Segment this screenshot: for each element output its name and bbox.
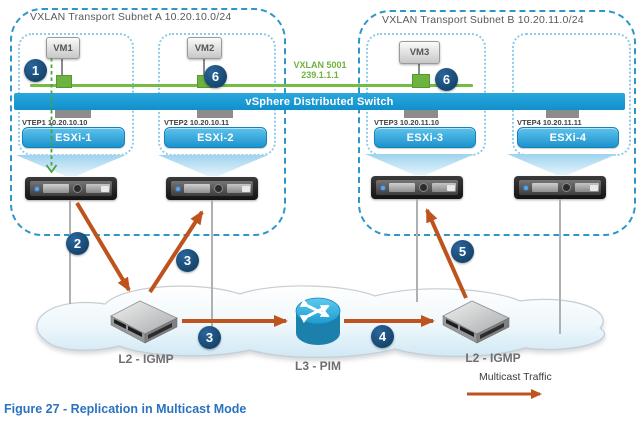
server-bay [389, 183, 415, 192]
step-number: 4 [378, 329, 387, 344]
uplink-stub-3 [404, 110, 438, 118]
step-number: 5 [458, 244, 467, 259]
uplink-stub-1 [55, 110, 91, 118]
server-faceplate [519, 180, 601, 195]
step-number: 2 [73, 236, 82, 251]
esxi-3-label: ESXi-3 [406, 131, 444, 144]
esxi-3-box: ESXi-3 [374, 127, 476, 148]
step-badge-4: 4 [371, 325, 394, 348]
switch-left-label: L2 - IGMP [118, 352, 174, 366]
step-number: 1 [31, 63, 40, 78]
legend-label: Multicast Traffic [479, 371, 552, 383]
vm-box-2: VM2 [187, 37, 222, 59]
step-badge-6b: 6 [435, 68, 458, 91]
server-faceplate [171, 181, 253, 196]
step-badge-3a: 3 [176, 249, 199, 272]
server-bay [86, 184, 110, 193]
server-led [176, 186, 180, 191]
step-badge-6a: 6 [204, 65, 227, 88]
subnet-a-container [10, 8, 286, 236]
figure-caption: Figure 27 - Replication in Multicast Mod… [4, 402, 247, 416]
vtep1-label: VTEP1 10.20.10.10 [22, 118, 88, 127]
vtep4-label: VTEP4 10.20.11.11 [517, 118, 582, 127]
server-port [242, 185, 250, 192]
server-led [381, 185, 385, 190]
server-knob [419, 183, 428, 192]
subnet-b-title: VXLAN Transport Subnet B 10.20.11.0/24 [382, 14, 584, 26]
vm2-link-line [203, 56, 205, 76]
vm3-link-line [418, 61, 420, 76]
step-badge-5: 5 [451, 240, 474, 263]
subnet-b-container [358, 10, 636, 236]
step-badge-3b: 3 [198, 326, 221, 349]
esxi-4-box: ESXi-4 [517, 127, 619, 148]
vm3-vnic-connector [412, 74, 430, 88]
server-knob [73, 184, 82, 193]
l2-switch-icon-right [442, 300, 510, 344]
switch-right-label: L2 - IGMP [465, 351, 521, 365]
server-icon-3 [371, 176, 463, 199]
server-icon-1 [25, 177, 117, 200]
multicast-group-text: 239.1.1.1 [301, 70, 339, 81]
server-port [101, 185, 109, 192]
server-faceplate [30, 181, 112, 196]
vtep2-label: VTEP2 10.20.10.11 [164, 118, 230, 127]
l3-router-icon [295, 297, 341, 345]
server-bay [227, 184, 251, 193]
server-led [524, 185, 528, 190]
step-badge-1: 1 [24, 59, 47, 82]
uplink-stub-4 [546, 110, 579, 118]
server-bay [532, 183, 558, 192]
subnet-a-title: VXLAN Transport Subnet A 10.20.10.0/24 [30, 11, 232, 23]
l2-switch-icon-left [110, 300, 178, 344]
server-led [35, 186, 39, 191]
server-bay [432, 183, 456, 192]
server-knob [214, 184, 223, 193]
vds-label: vSphere Distributed Switch [245, 95, 394, 108]
vm2-label: VM2 [194, 42, 215, 54]
router-label: L3 - PIM [294, 359, 341, 373]
vm1-label: VM1 [53, 42, 73, 54]
vds-bar: vSphere Distributed Switch [14, 93, 625, 110]
vm1-link-line [61, 56, 63, 76]
vm-box-3: VM3 [399, 41, 440, 64]
vtep3-label: VTEP3 10.20.11.10 [374, 118, 440, 127]
server-port [447, 184, 455, 191]
step-number: 6 [442, 72, 451, 87]
esxi-2-label: ESXi-2 [197, 131, 234, 144]
server-port [590, 184, 598, 191]
vm1-vnic-connector [56, 75, 72, 88]
step-number: 3 [205, 330, 214, 345]
step-number: 6 [211, 69, 220, 84]
vm3-label: VM3 [409, 47, 430, 58]
vxlan-id-text: VXLAN 5001 [293, 60, 347, 70]
server-bay [575, 183, 599, 192]
step-number: 3 [183, 253, 192, 268]
server-icon-2 [166, 177, 258, 200]
server-faceplate [376, 180, 458, 195]
esxi-1-label: ESXi-1 [55, 131, 92, 144]
esxi-1-box: ESXi-1 [22, 127, 125, 148]
server-icon-4 [514, 176, 606, 199]
server-bay [184, 184, 210, 193]
esxi-2-box: ESXi-2 [164, 127, 267, 148]
server-bay [43, 184, 69, 193]
step-badge-2: 2 [66, 232, 89, 255]
server-knob [562, 183, 571, 192]
vxlan-segment-line [30, 84, 473, 87]
vxlan-segment-label: VXLAN 5001 239.1.1.1 [282, 60, 358, 81]
vm-box-1: VM1 [46, 37, 80, 59]
uplink-stub-2 [197, 110, 233, 118]
esxi-4-label: ESXi-4 [549, 131, 587, 144]
